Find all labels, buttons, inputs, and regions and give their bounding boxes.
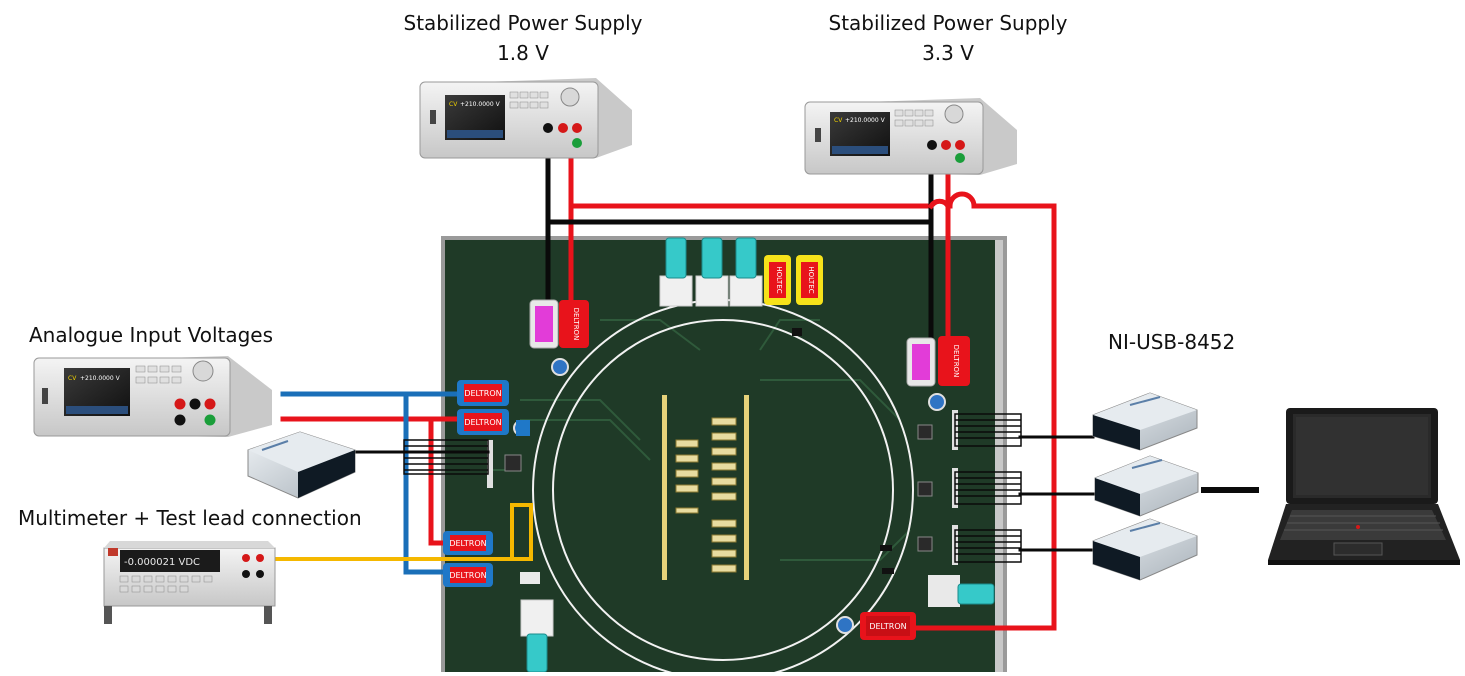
- analogue-readout: +210.0000 V: [80, 375, 121, 382]
- holtec-label-2: HOLTEC: [807, 266, 815, 293]
- deltron-label-bottom-right: DELTRON: [869, 622, 906, 631]
- deltron-label-bottom-1: DELTRON: [449, 539, 486, 548]
- ni-usb-device-1: [1093, 393, 1197, 450]
- psu1-readout: +210.0000 V: [460, 101, 501, 108]
- multimeter-readout: -0.000021 VDC: [124, 557, 200, 568]
- psu1-label: Stabilized Power Supply 1.8 V: [393, 8, 653, 68]
- psu2-label: Stabilized Power Supply 3.3 V: [818, 8, 1078, 68]
- analogue-label: Analogue Input Voltages: [29, 320, 349, 350]
- deltron-label-psu1: DELTRON: [572, 308, 580, 341]
- psu1-title: Stabilized Power Supply: [393, 8, 653, 38]
- power-supply-3-3v: CV +210.0000 V: [805, 98, 1017, 175]
- psu2-voltage: 3.3 V: [818, 38, 1078, 68]
- multimeter-label: Multimeter + Test lead connection: [18, 503, 398, 533]
- laptop-computer: [1268, 408, 1460, 565]
- analogue-mode: CV: [68, 375, 77, 382]
- deltron-label-bottom-2: DELTRON: [449, 571, 486, 580]
- psu2-title: Stabilized Power Supply: [818, 8, 1078, 38]
- psu2-readout: +210.0000 V: [845, 117, 886, 124]
- power-supply-1-8v: CV +210.0000 V: [420, 78, 632, 158]
- deltron-label-left-2: DELTRON: [464, 418, 501, 427]
- ni-usb-device-2: [1095, 456, 1198, 516]
- ni-usb-device-3: [1093, 519, 1197, 580]
- psu1-voltage: 1.8 V: [393, 38, 653, 68]
- psu2-mode: CV: [834, 117, 843, 124]
- multimeter-instrument: -0.000021 VDC: [104, 541, 275, 624]
- deltron-label-left-1: DELTRON: [464, 389, 501, 398]
- ni-usb-device-left: [248, 432, 355, 498]
- analogue-source-instrument: CV +210.0000 V: [34, 356, 272, 437]
- holtec-label-1: HOLTEC: [775, 266, 783, 293]
- psu1-mode: CV: [449, 101, 458, 108]
- deltron-label-psu2: DELTRON: [952, 345, 960, 378]
- ni-usb-label: NI-USB-8452: [1108, 327, 1288, 357]
